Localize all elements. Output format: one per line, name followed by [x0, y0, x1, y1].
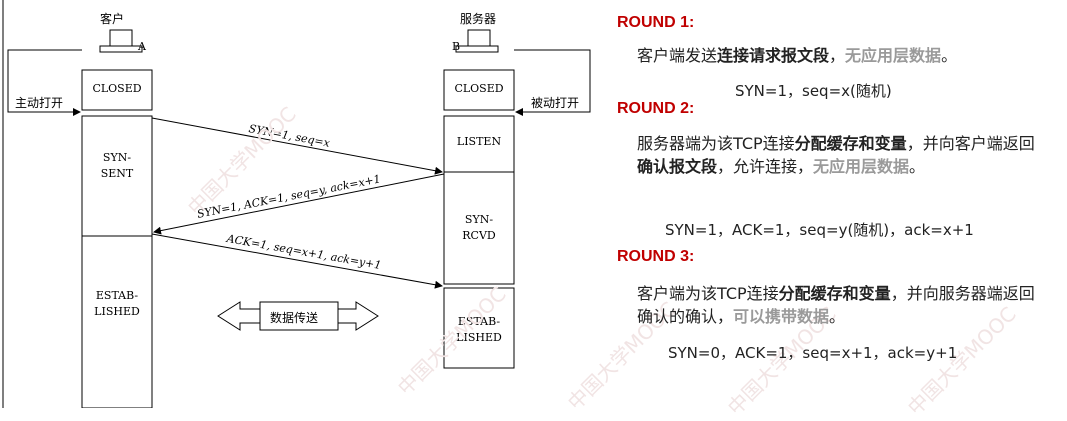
data-transfer-label: 数据传送: [270, 311, 319, 325]
client-tag: A: [138, 40, 146, 53]
round2-text: 服务器端为该TCP连接分配缓存和变量，并向客户端返回确认报文段，允许连接，无应用…: [637, 134, 1035, 176]
client-state-closed-box: [81, 69, 153, 111]
client-state-established-box: [81, 235, 153, 408]
server-state-established-box: [443, 287, 515, 369]
server-state-synrcvd: SYN- RCVD: [462, 213, 496, 242]
round3-formula: SYN=0，ACK=1，seq=x+1，ack=y+1: [668, 344, 958, 362]
passive-open-label: 被动打开: [531, 96, 580, 110]
server-state-established: ESTAB- LISHED: [456, 315, 502, 344]
syn-ack-arrow: [153, 173, 445, 235]
round1-title: ROUND 1:: [617, 14, 695, 31]
syn-arrow: [151, 117, 443, 175]
round2-formula: SYN=1，ACK=1，seq=y(随机)，ack=x+1: [665, 221, 974, 239]
round1-formula: SYN=1，seq=x(随机): [735, 82, 892, 100]
round2-title: ROUND 2:: [617, 100, 695, 117]
round3-title: ROUND 3:: [617, 248, 695, 265]
server-state-listen: LISTEN: [456, 135, 502, 148]
passive-open-arrow: [514, 49, 591, 116]
server-computer-icon: [455, 29, 499, 53]
active-open-arrow: [7, 49, 82, 116]
ack-arrow: [151, 233, 443, 289]
server-label: 服务器: [460, 12, 497, 26]
client-state-synsent: SYN- SENT: [100, 151, 134, 180]
data-transfer-left-arrow: [217, 301, 261, 331]
data-transfer-right-arrow: [337, 301, 379, 331]
server-state-synrcvd-box: [443, 171, 515, 285]
server-state-closed-box: [443, 69, 515, 111]
round1-text: 客户端发送连接请求报文段，无应用层数据。: [637, 46, 958, 65]
round3-text: 客户端为该TCP连接分配缓存和变量，并向服务器端返回确认的确认，可以携带数据。: [637, 284, 1035, 326]
client-label: 客户: [100, 12, 125, 26]
server-state-listen-box: [443, 115, 515, 173]
active-open-label: 主动打开: [15, 96, 64, 110]
client-state-closed: CLOSED: [92, 82, 142, 95]
server-state-closed: CLOSED: [454, 82, 504, 95]
server-tag: B: [452, 40, 461, 53]
client-computer-icon: [99, 29, 143, 53]
tcp-handshake-diagram: [2, 0, 591, 408]
client-state-established: ESTAB- LISHED: [94, 289, 140, 318]
client-state-synsent-box: [81, 115, 153, 237]
